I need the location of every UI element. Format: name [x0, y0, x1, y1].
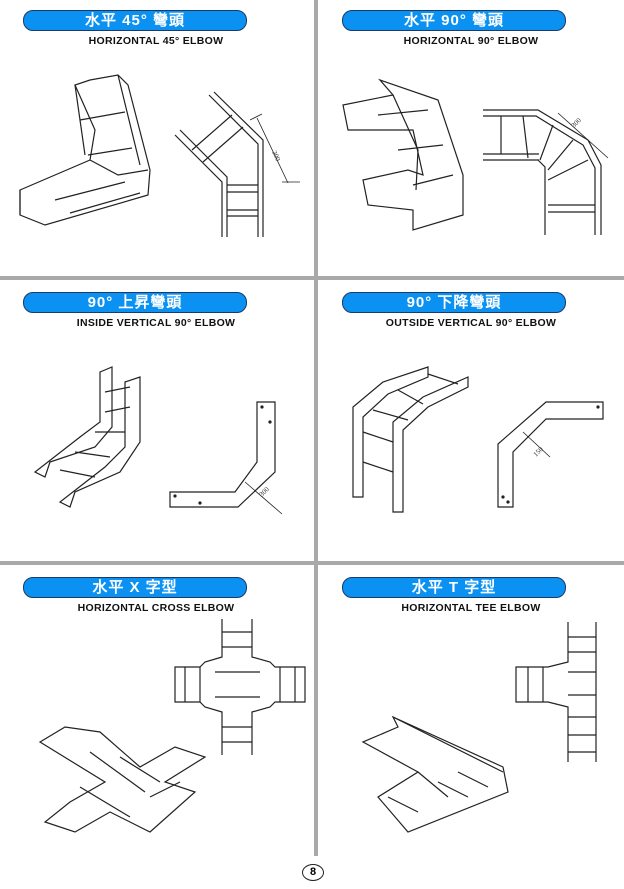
subtitle: HORIZONTAL 90° ELBOW	[403, 35, 539, 47]
plan-view	[174, 619, 306, 755]
elbow-90-drawing: 300	[342, 78, 609, 235]
panel-horizontal-45-elbow: 水平 45° 彎頭 HORIZONTAL 45° ELBOW 300	[0, 0, 312, 276]
dimension-label: 300	[270, 149, 282, 162]
isometric-view	[352, 366, 469, 513]
isometric-view	[19, 74, 151, 226]
title-banner: 水平 45° 彎頭	[23, 10, 247, 31]
title-banner: 水平 T 字型	[342, 577, 566, 598]
subtitle: HORIZONTAL TEE ELBOW	[401, 602, 541, 614]
subtitle: INSIDE VERTICAL 90° ELBOW	[76, 317, 236, 329]
plan-view	[483, 109, 609, 235]
inside-vertical-elbow-drawing: 300	[33, 366, 283, 515]
plan-view	[515, 622, 597, 762]
horizontal-divider	[0, 561, 624, 565]
panel-horizontal-tee-elbow: 水平 T 字型 HORIZONTAL TEE ELBOW	[318, 567, 624, 843]
elbow-45-drawing: 300	[19, 74, 300, 237]
horizontal-divider	[0, 276, 624, 280]
title-banner: 90° 上昇彎頭	[23, 292, 247, 313]
isometric-view	[33, 366, 141, 508]
panel-horizontal-cross-elbow: 水平 X 字型 HORIZONTAL CROSS ELBOW	[0, 567, 312, 843]
vertical-divider	[314, 0, 318, 856]
page-number: 8	[302, 864, 324, 881]
isometric-view	[361, 715, 509, 833]
plan-view	[174, 91, 300, 237]
isometric-view	[342, 78, 464, 231]
dimension-label: 300	[570, 116, 583, 129]
panel-outside-vertical-90-elbow: 90° 下降彎頭 OUTSIDE VERTICAL 90° ELBOW 150	[318, 282, 624, 558]
subtitle: HORIZONTAL CROSS ELBOW	[77, 602, 235, 614]
dimension-label: 150	[532, 445, 545, 458]
tee-drawing	[361, 622, 597, 833]
cross-drawing	[38, 619, 306, 833]
title-banner: 水平 X 字型	[23, 577, 247, 598]
title-banner: 水平 90° 彎頭	[342, 10, 566, 31]
subtitle: OUTSIDE VERTICAL 90° ELBOW	[385, 317, 557, 329]
side-view	[497, 401, 604, 508]
side-view	[169, 401, 283, 515]
panel-horizontal-90-elbow: 水平 90° 彎頭 HORIZONTAL 90° ELBOW 300	[318, 0, 624, 276]
outside-vertical-elbow-drawing: 150	[352, 366, 604, 513]
isometric-view	[38, 726, 207, 833]
panel-inside-vertical-90-elbow: 90° 上昇彎頭 INSIDE VERTICAL 90° ELBOW 300	[0, 282, 312, 558]
subtitle: HORIZONTAL 45° ELBOW	[88, 35, 224, 47]
title-banner: 90° 下降彎頭	[342, 292, 566, 313]
